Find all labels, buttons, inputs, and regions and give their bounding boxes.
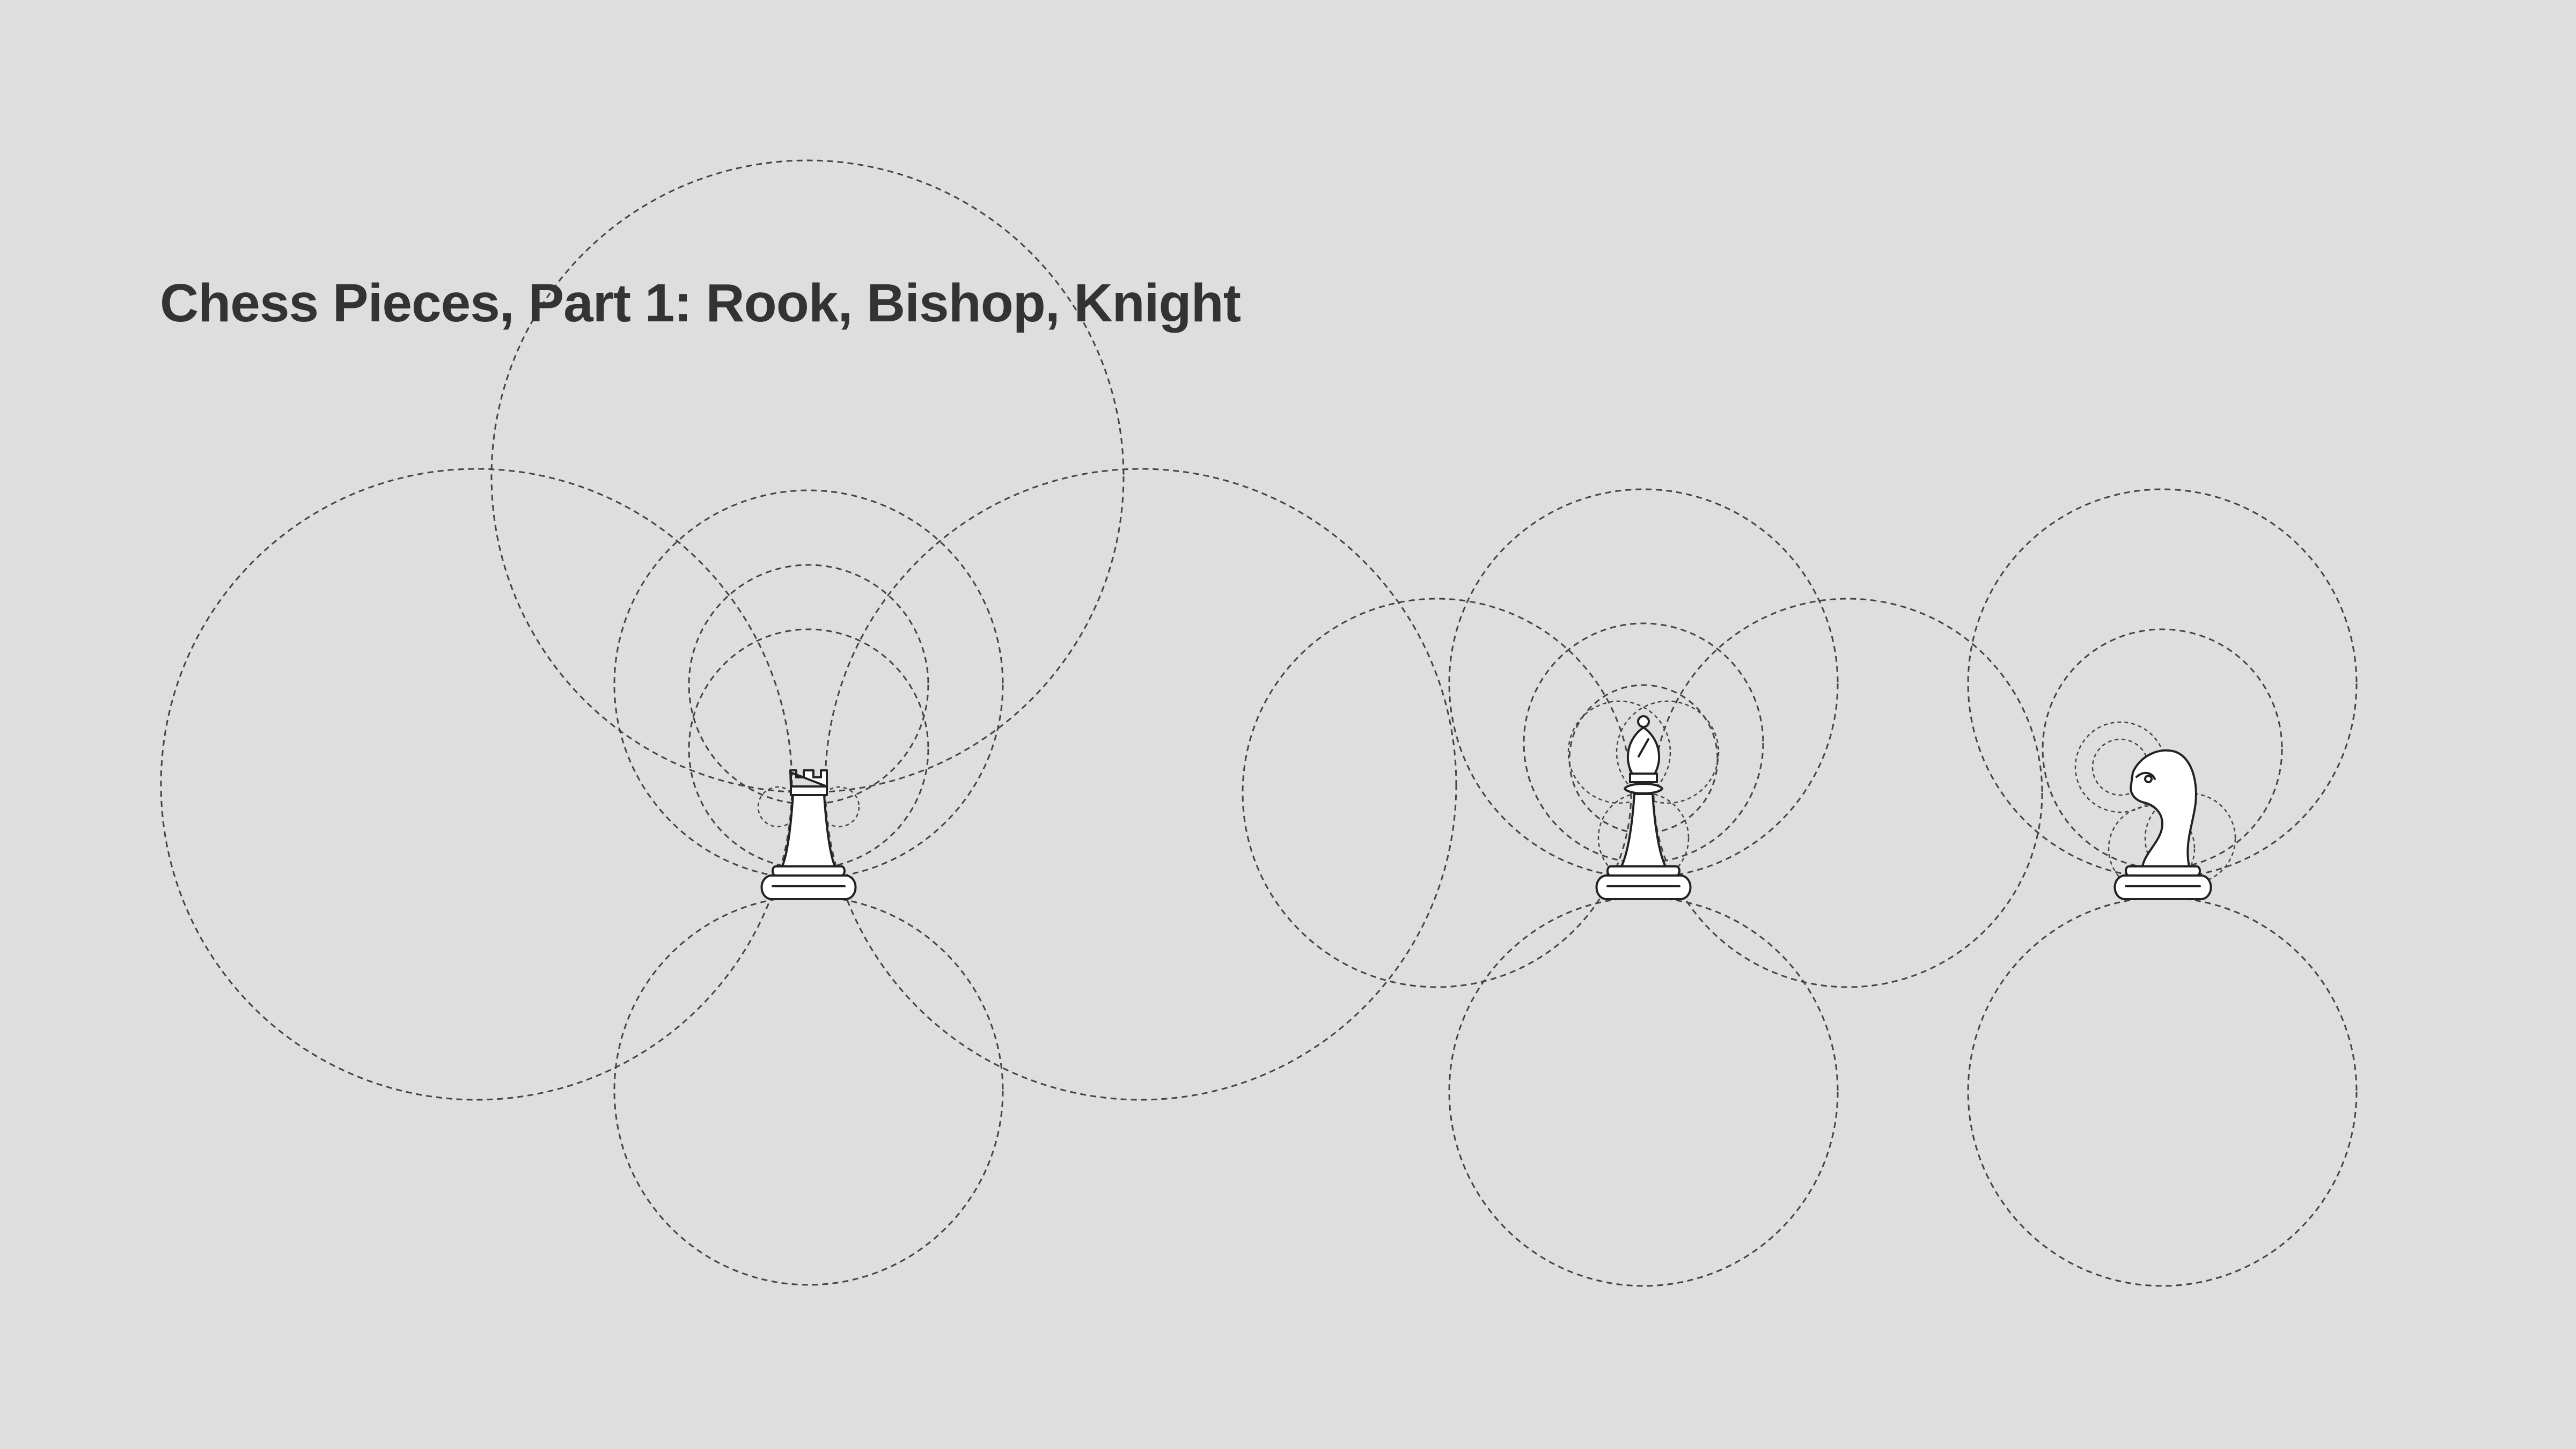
page-title: Chess Pieces, Part 1: Rook, Bishop, Knig… [160,273,1241,333]
guide-circle [1653,598,2043,988]
guide-circle [2108,805,2196,893]
guide-circle [1448,488,1839,879]
guide-circle [818,786,860,828]
guide-circle [490,159,1125,793]
guide-circle [1967,896,2358,1287]
guide-circle [613,895,1004,1286]
chess-rook-icon [760,769,857,900]
chess-bishop-icon [1595,715,1692,900]
guide-circle [613,489,1004,880]
guide-circle [1616,700,1720,804]
guide-circle [1448,896,1839,1287]
guide-circle [1967,488,2358,879]
chess-knight-icon [2113,749,2212,900]
guide-circle [1567,700,1671,804]
